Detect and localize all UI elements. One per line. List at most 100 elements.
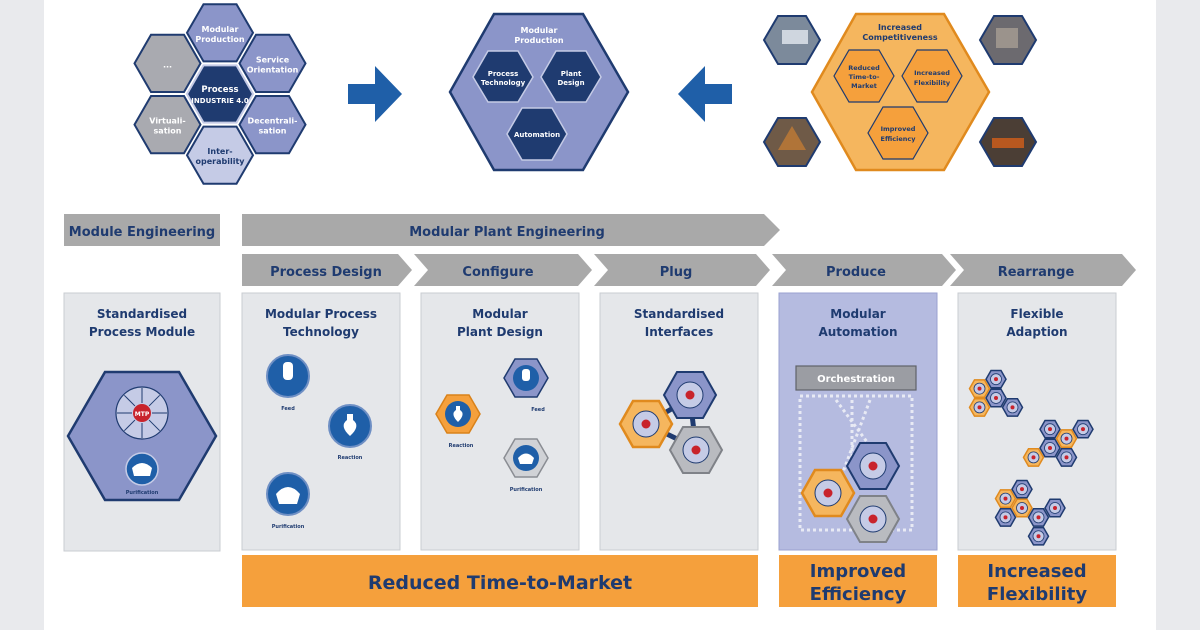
flex-mini-core xyxy=(1048,446,1052,450)
right-hex-title-2: Competitiveness xyxy=(862,33,938,42)
col4-title-1: Standardised xyxy=(634,307,724,321)
hex-virtualisation-label: sation xyxy=(154,127,182,136)
flex-mini-core xyxy=(994,377,998,382)
col6-title-2: Adaption xyxy=(1006,325,1067,339)
flex-mini-core xyxy=(1020,487,1024,492)
flex-mini-core xyxy=(977,386,982,391)
hex-efficiency-label-2: Efficiency xyxy=(881,135,917,143)
hex-improved-efficiency xyxy=(867,106,929,160)
photo-detail xyxy=(778,126,806,150)
hex-interoperability-label: Inter- xyxy=(207,147,232,156)
hex-interoperability-label: operability xyxy=(196,157,246,166)
step-process-design-label: Process Design xyxy=(270,265,382,280)
step-process-design xyxy=(242,254,412,286)
step-configure xyxy=(414,254,592,286)
modular-production-hex: Modular Production Process Technology Pl… xyxy=(448,12,630,172)
increased-flexibility-bar xyxy=(958,555,1116,607)
benefit-bars: Reduced Time-to-Market Improved Efficien… xyxy=(242,555,1116,607)
phase-bars: Module Engineering Modular Plant Enginee… xyxy=(64,214,1136,286)
standardised-module-graphic: MTP Purification xyxy=(66,370,218,502)
reaction-glyph xyxy=(453,406,463,422)
col1-purification-label: Purification xyxy=(126,490,159,496)
increased-label-2: Flexibility xyxy=(987,584,1087,605)
mtp-core xyxy=(133,404,151,422)
mtp-segment-line xyxy=(148,419,161,432)
hex-decentralisation-label: sation xyxy=(259,127,287,136)
hex-process-technology xyxy=(472,50,534,103)
flex-mini-core xyxy=(1010,405,1015,410)
hex-modular-production-label: Production xyxy=(195,35,245,44)
hex-reduced-label-2: Time-to- xyxy=(849,73,880,81)
hex-flexibility-label-2: Flexibility xyxy=(914,79,951,87)
hex-process-label: INDUSTRIE 4.0 xyxy=(191,97,249,105)
hex-plant-design-label-1: Plant xyxy=(561,70,582,78)
photo-detail xyxy=(782,30,808,44)
hex-reduced-label-1: Reduced xyxy=(848,64,880,72)
hex-automation xyxy=(506,107,568,161)
orchestration-label: Orchestration xyxy=(817,374,895,385)
hex-decentralisation xyxy=(238,95,307,155)
flex-mini-core xyxy=(1020,506,1024,510)
col6-title-1: Flexible xyxy=(1010,307,1063,321)
interface-core xyxy=(691,445,701,455)
col3-feed-label: Feed xyxy=(531,407,545,413)
hex-service-orientation-label: Orientation xyxy=(247,65,299,74)
automation-graphic: Orchestration xyxy=(795,365,917,543)
hex-process-industrie40 xyxy=(185,64,255,124)
hex-service-orientation-label: Service xyxy=(256,55,290,64)
reduced-time-bar xyxy=(242,555,758,607)
module-engineering-bar xyxy=(64,214,220,246)
hex-virtualisation xyxy=(133,95,202,155)
purification-glyph xyxy=(518,453,534,464)
hex-flexibility-label-1: Increased xyxy=(914,69,950,77)
mtp-segment-line xyxy=(123,394,136,407)
flexible-adaption-graphic xyxy=(968,369,1094,546)
col2-title-1: Modular Process xyxy=(265,307,377,321)
flex-mini-core xyxy=(1031,455,1036,460)
hex-more-label: ... xyxy=(163,60,172,69)
flex-mini-core xyxy=(994,396,998,400)
modular-plant-engineering-bar xyxy=(242,214,780,246)
panel-modular-process-technology xyxy=(241,292,401,551)
step-rearrange xyxy=(950,254,1136,286)
right-hex-title-1: Increased xyxy=(878,23,922,32)
hex-more xyxy=(133,33,202,93)
col3-title-2: Plant Design xyxy=(457,325,543,339)
flex-mini-core xyxy=(1081,427,1085,432)
increased-label-1: Increased xyxy=(987,561,1086,582)
orchestration-box xyxy=(795,365,917,391)
column-panels: Standardised Process Module Modular Proc… xyxy=(63,292,1117,552)
photo-detail xyxy=(996,28,1018,48)
feed-glyph xyxy=(283,362,293,380)
flex-mini-core xyxy=(1003,515,1008,520)
photo-detail xyxy=(992,138,1024,148)
purification-glyph xyxy=(276,487,300,504)
col3-purification-label: Purification xyxy=(510,487,543,493)
improved-label-2: Efficiency xyxy=(810,584,907,605)
modular-plant-engineering-label: Modular Plant Engineering xyxy=(409,225,605,240)
step-produce xyxy=(772,254,956,286)
plant-design-icons: Feed Reaction Purification xyxy=(435,358,549,493)
flex-mini-core xyxy=(1036,515,1041,520)
col2-title-2: Technology xyxy=(283,325,359,339)
flex-mini-core xyxy=(1048,427,1052,432)
step-configure-label: Configure xyxy=(462,265,533,280)
hex-decentralisation-label: Decentrali- xyxy=(248,117,298,126)
flex-mini-core xyxy=(1064,436,1069,441)
hex-modular-production-label: Modular xyxy=(202,25,239,34)
hex-increased-flexibility xyxy=(901,49,963,103)
hex-process-technology-label-1: Process xyxy=(488,70,519,78)
col2-feed-label: Feed xyxy=(281,406,295,412)
hex-reduced-time xyxy=(833,49,895,103)
hex-process-label: Process xyxy=(201,85,238,95)
competitiveness-group: Increased Competitiveness Reduced Time-t… xyxy=(762,12,1038,172)
hex-modular-production xyxy=(185,3,255,63)
step-produce-label: Produce xyxy=(826,265,886,280)
reduced-time-label: Reduced Time-to-Market xyxy=(368,572,632,594)
col2-purification-label: Purification xyxy=(272,524,305,530)
interface-core xyxy=(641,419,651,429)
hex-plant-design xyxy=(540,50,602,103)
improved-efficiency-bar xyxy=(779,555,937,607)
